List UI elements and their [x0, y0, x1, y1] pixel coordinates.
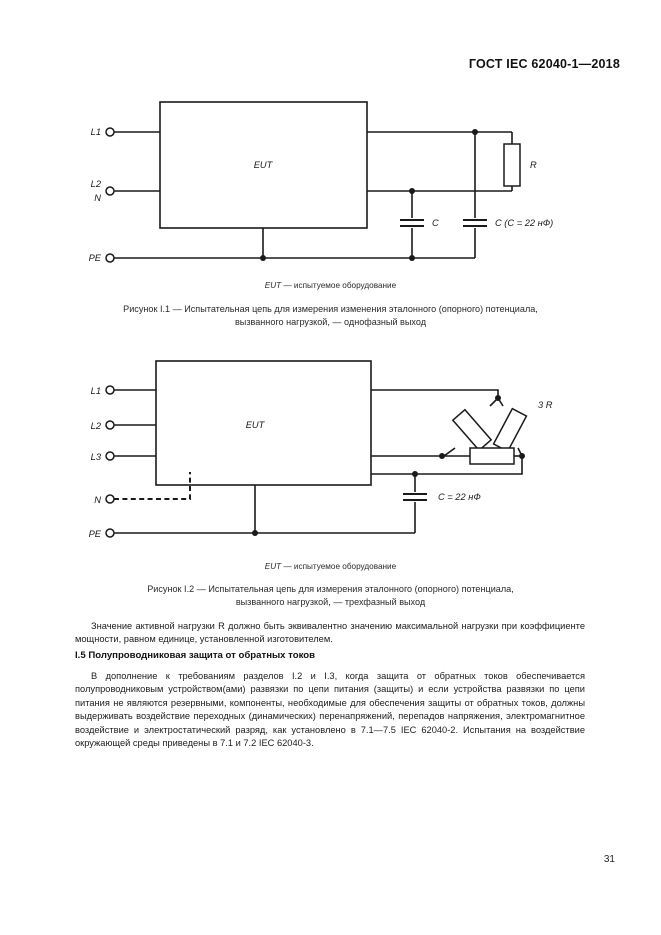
eut-block-figure2 — [155, 360, 372, 486]
figure-i1-svg: EUT L1 L2 N PE — [89, 101, 553, 263]
junction-delta-right-figure2 — [519, 453, 525, 459]
resistor-r-figure1 — [503, 143, 521, 187]
cap2-label-figure1: C (C = 22 нФ) — [495, 218, 553, 228]
figure-i2-note-term: EUT — [264, 562, 282, 571]
cap-label-figure2: C = 22 нФ — [438, 492, 481, 502]
terminal-pe-figure1 — [105, 253, 115, 263]
terminal-label-pe-figure1: PE — [89, 253, 102, 263]
wire-n-dashed-figure2 — [114, 472, 191, 500]
terminal-label-n-figure1: N — [94, 193, 101, 203]
terminal-l2n-figure1 — [105, 186, 115, 196]
figure-i1-note-text: — испытуемое оборудование — [281, 281, 397, 290]
figure-i1-note-term: EUT — [264, 281, 282, 290]
eut-block-label-figure1: EUT — [254, 160, 274, 170]
figure-i2-note-text: — испытуемое оборудование — [281, 562, 397, 571]
wire-delta-left-bottom-figure2 — [443, 447, 456, 457]
figure-i1-caption-line1: Рисунок I.1 — Испытательная цепь для изм… — [123, 304, 538, 314]
terminal-l2-figure2 — [105, 420, 115, 430]
eut-block-figure1 — [159, 101, 368, 229]
terminal-label-l2-figure1: L2 — [91, 179, 102, 189]
terminal-l1-figure1 — [105, 127, 115, 137]
page-number: 31 — [603, 854, 615, 865]
figure-i1-caption-line2: вызванного нагрузкой, — однофазный выход — [234, 316, 427, 327]
terminal-label-pe-figure2: PE — [89, 529, 102, 539]
figure-i2-diagram: EUT L1 L2 L3 N PE — [0, 356, 661, 546]
figure-i2-svg: EUT L1 L2 L3 N PE — [89, 360, 553, 539]
terminal-pe-figure2 — [105, 528, 115, 538]
document-header-standard-id: ГОСТ IEC 62040-1—2018 — [468, 57, 620, 71]
terminal-label-l2-figure2: L2 — [91, 421, 102, 431]
junction-delta-apex-figure2 — [495, 395, 501, 401]
figure-i2-caption: Рисунок I.2 — Испытательная цепь для изм… — [0, 583, 661, 608]
junction-pe-eut-figure1 — [260, 255, 266, 261]
junction-pe-eut-figure2 — [252, 530, 258, 536]
junction-cap1-pe-figure1 — [409, 255, 415, 261]
terminal-label-l1-figure1: L1 — [91, 127, 101, 137]
resistor-label-r-figure1: R — [530, 160, 537, 170]
resistor-delta-bottom-figure2 — [469, 447, 515, 465]
terminal-l3-figure2 — [105, 451, 115, 461]
figure-i2-caption-line1: Рисунок I.2 — Испытательная цепь для изм… — [147, 584, 514, 594]
eut-block-label-figure2: EUT — [246, 420, 266, 430]
figure-i2-note: EUT — испытуемое оборудование — [0, 562, 661, 571]
terminal-label-n-figure2: N — [94, 495, 101, 505]
terminal-label-l1-figure2: L1 — [91, 386, 101, 396]
terminal-l1-figure2 — [105, 385, 115, 395]
wire-output-l3-figure2 — [371, 457, 523, 475]
figure-i1-caption: Рисунок I.1 — Испытательная цепь для изм… — [0, 303, 661, 328]
terminal-n-figure2 — [105, 494, 115, 504]
terminal-label-l3-figure2: L3 — [91, 452, 102, 462]
resistor-label-3r-figure2: 3 R — [538, 400, 553, 410]
cap1-label-figure1: C — [432, 218, 439, 228]
figure-i1-note: EUT — испытуемое оборудование — [0, 281, 661, 290]
resistor-delta-left-figure2 — [451, 408, 493, 452]
figure-i1-diagram: EUT L1 L2 N PE — [0, 96, 661, 271]
resistor-delta-right-figure2 — [492, 407, 528, 453]
wire-output-l1-figure2 — [371, 389, 499, 398]
paragraph-backfeed-protection: В дополнение к требованиям разделов I.2 … — [75, 671, 585, 749]
figure-i2-caption-line2: вызванного нагрузкой, — трехфазный выход — [235, 596, 426, 607]
section-heading-i5: I.5 Полупроводниковая защита от обратных… — [75, 650, 316, 661]
junction-delta-left-figure2 — [439, 453, 445, 459]
paragraph-load-value: Значение активной нагрузки R должно быть… — [75, 621, 585, 645]
